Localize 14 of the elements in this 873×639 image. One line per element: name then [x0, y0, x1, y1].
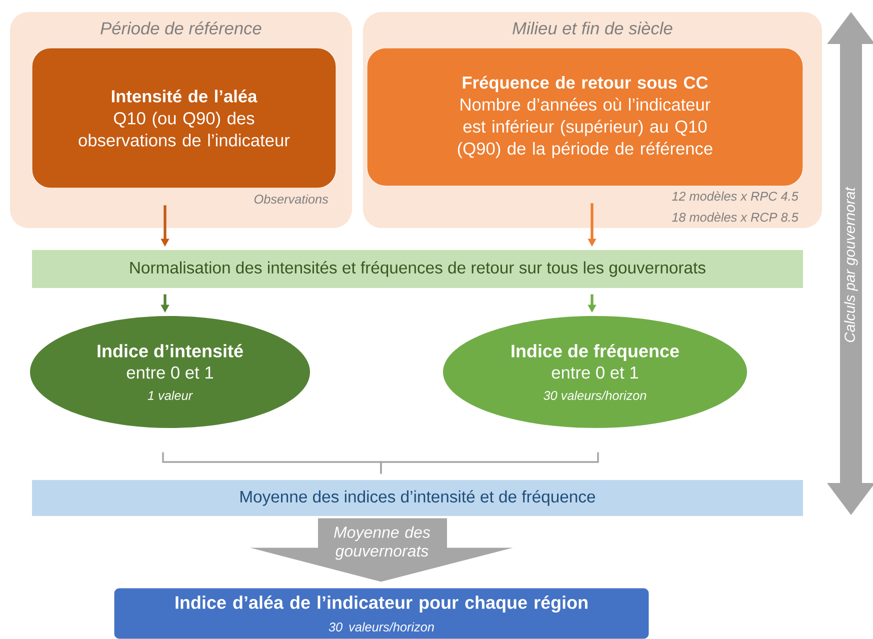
block-arrow — [250, 518, 513, 582]
result-box: Indice d’aléa de l’indicateur pour chaque région 30 valeurs/horizon — [114, 588, 650, 639]
process-band: Normalisation des intensités et fréquences de retour sur tous les gouvernorats — [32, 250, 804, 288]
process-box: Intensité de l’aléa Q10 (ou Q90) des observations de l’indicateur — [32, 48, 336, 188]
panel-title: Période de référence — [100, 22, 262, 34]
edge-label: Moyenne des gouvernorats — [334, 526, 430, 560]
process-band: Moyenne des indices d’intensité et de fréquence — [32, 480, 804, 516]
note-text: Observations — [254, 194, 328, 204]
note-text: 18 modèles x RCP 8.5 — [672, 212, 798, 222]
side-label: Calculs par gouvernorat — [844, 186, 858, 342]
panel-title: Milieu et fin de siècle — [512, 22, 672, 34]
process-box: Fréquence de retour sous CC Nombre d’années où l’indicateur est inférieur (supérieur) au Q10 (Q90) de la période de référence — [366, 48, 804, 186]
bracket-line — [380, 452, 599, 474]
note-text: 12 modèles x RPC 4.5 — [672, 191, 798, 201]
